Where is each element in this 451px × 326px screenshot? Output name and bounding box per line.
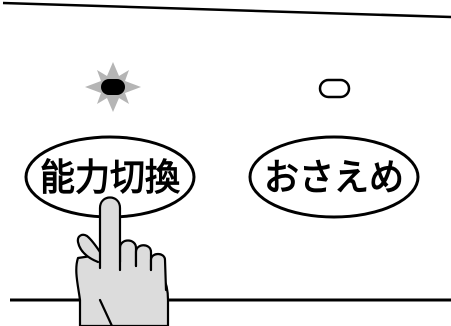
hand-finger-ring: [134, 244, 153, 272]
hand-finger-index: [98, 196, 122, 272]
indicator-lamp-on: [85, 62, 141, 112]
hand-finger-middle: [118, 239, 138, 268]
hand-crease: [98, 298, 114, 326]
button-outline: [248, 135, 420, 219]
moderate-label: おさえめ: [264, 156, 404, 199]
pressing-hand-icon: [75, 196, 170, 326]
indicator-lamp-off: [318, 78, 351, 99]
lamp-on-icon: [101, 79, 125, 95]
panel-top-edge: [2, 1, 451, 19]
hand-thumb: [76, 233, 102, 264]
moderate-button[interactable]: おさえめ: [248, 135, 420, 219]
hand-finger-little: [149, 252, 168, 292]
capacity-switch-label: 能力切換: [40, 156, 181, 199]
